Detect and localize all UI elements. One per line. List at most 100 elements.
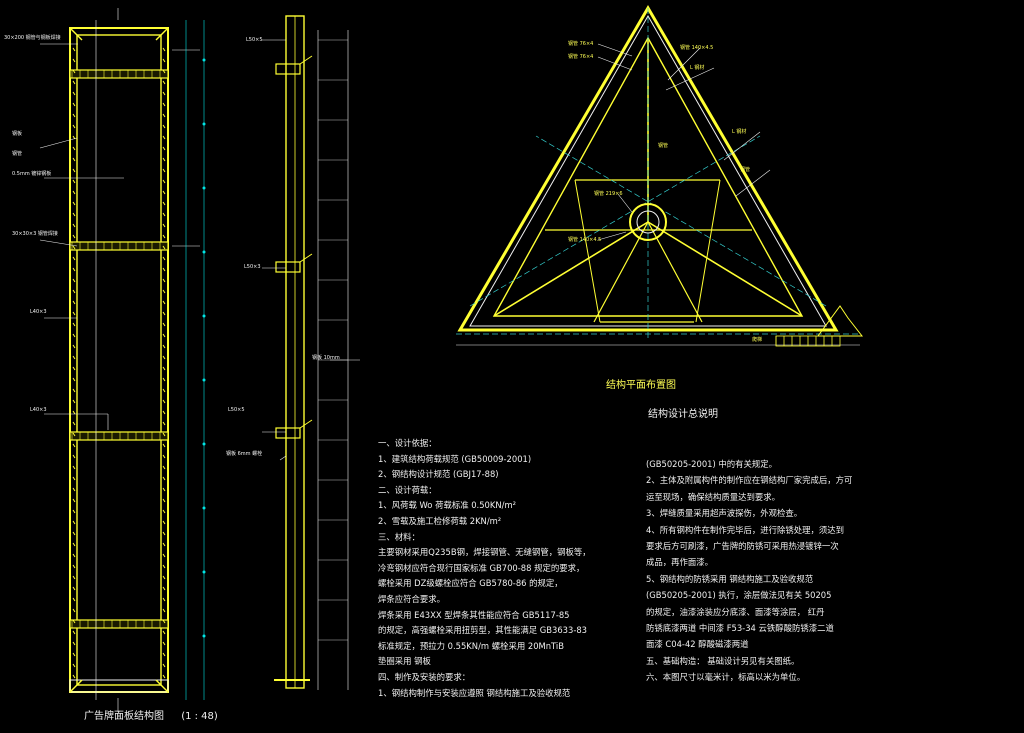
plan-leader: [597, 231, 627, 241]
dimension-tick: [202, 122, 206, 126]
edge-hatch: [162, 58, 166, 63]
edge-hatch: [72, 498, 76, 503]
section-bracket-0: [275, 63, 301, 75]
edge-hatch: [72, 377, 76, 382]
edge-hatch: [72, 289, 76, 294]
corner-brace: [69, 27, 83, 41]
elevation-base: [69, 679, 169, 693]
edge-hatch: [162, 355, 166, 360]
edge-hatch: [72, 597, 76, 602]
edge-hatch: [162, 652, 166, 657]
leader: [39, 239, 78, 247]
note-line: 1、建筑结构荷载规范 (GB50009-2001): [378, 453, 532, 464]
corner-brace: [155, 27, 169, 41]
note-line: 主要钢材采用Q235B钢，焊接钢管、无缝钢管，钢板等，: [378, 547, 591, 558]
dimension-tick: [202, 634, 206, 638]
edge-hatch: [162, 91, 166, 96]
edge-hatch: [162, 476, 166, 481]
edge-hatch: [72, 168, 76, 173]
note-line: 三、材料：: [378, 531, 420, 542]
edge-hatch: [72, 47, 76, 52]
dimension-tick: [202, 186, 206, 190]
plan-inner-brace: [695, 179, 721, 323]
horizontal-rib-3: [69, 619, 169, 629]
note-line: 一、设计依据：: [378, 438, 437, 448]
edge-hatch: [72, 542, 76, 547]
note-line: 五、基础构造： 基础设计另见有关图纸。: [646, 655, 800, 666]
edge-hatch: [162, 201, 166, 206]
note-line: 的规定，油漆涂装应分底漆、面漆等涂层， 红丹: [646, 606, 825, 617]
note-line: 防锈底漆两道 中间漆 F53-34 云铁醇酸防锈漆二道: [646, 623, 834, 634]
note-line: 垫圈采用 钢板: [378, 656, 431, 667]
elevation-label-4: 0.5mm 镀锌钢板: [12, 171, 52, 177]
edge-hatch: [72, 652, 76, 657]
edge-hatch: [162, 674, 166, 679]
edge-hatch: [162, 465, 166, 470]
plan-leader: [665, 67, 715, 91]
edge-hatch: [162, 234, 166, 239]
dimension-tick: [202, 378, 206, 382]
edge-hatch: [162, 377, 166, 382]
plan-label-8: 钢管 219×6: [594, 191, 623, 197]
edge-hatch: [162, 80, 166, 85]
edge-hatch: [72, 641, 76, 646]
edge-hatch: [162, 278, 166, 283]
edge-hatch: [162, 542, 166, 547]
elevation-label-5: 30×30×3 钢管焊接: [12, 231, 58, 237]
edge-hatch: [162, 146, 166, 151]
note-line: 4、所有钢构件在制作完毕后，进行除锈处理，须达到: [646, 524, 844, 535]
edge-hatch: [162, 366, 166, 371]
edge-hatch: [162, 586, 166, 591]
note-line: 六、本图尺寸以毫米计，标高以米为单位。: [646, 672, 806, 683]
plan-leader: [667, 47, 701, 81]
edge-hatch: [72, 399, 76, 404]
edge-hatch: [162, 47, 166, 52]
note-line: (GB50205-2001) 执行，涂层做法见有关 50205: [646, 590, 832, 601]
note-line: 2、主体及附属构件的制作应在钢结构厂家完成后，方可: [646, 475, 853, 486]
edge-hatch: [72, 179, 76, 184]
edge-hatch: [162, 432, 166, 437]
section-bracket-1: [275, 261, 301, 273]
plan-label-4: L 钢材: [690, 65, 705, 71]
note-line: 5、钢结构的防锈采用 钢结构施工及验收规范: [646, 573, 814, 584]
edge-hatch: [162, 630, 166, 635]
dimension-tick: [202, 442, 206, 446]
note-line: 冷弯钢材应符合现行国家标准 GB700-88 规定的要求，: [378, 562, 585, 573]
edge-hatch: [162, 333, 166, 338]
edge-hatch: [162, 102, 166, 107]
plan-label-9: 钢管 140×4.5: [568, 237, 602, 243]
elevation-label-7: L40×3: [30, 407, 47, 413]
plan-centerline: [469, 135, 761, 307]
edge-hatch: [72, 322, 76, 327]
edge-hatch: [162, 267, 166, 272]
dimension-tick: [202, 58, 206, 62]
plan-leader: [723, 131, 761, 161]
note-line: 3、焊缝质量采用超声波探伤，外观检查。: [646, 508, 803, 519]
edge-hatch: [72, 575, 76, 580]
plan-radial-member-2: [647, 221, 803, 317]
edge-hatch: [162, 410, 166, 415]
edge-hatch: [72, 509, 76, 514]
plan-outer-triangle: [457, 5, 839, 332]
edge-hatch: [72, 102, 76, 107]
leader: [39, 137, 78, 149]
edge-hatch: [162, 113, 166, 118]
edge-hatch: [72, 564, 76, 569]
elevation-label-3: 钢管: [12, 151, 23, 157]
ladder-frame: [775, 335, 841, 347]
corner-brace: [69, 679, 83, 693]
plan-walkway: [817, 305, 864, 337]
edge-hatch: [72, 113, 76, 118]
edge-hatch: [72, 69, 76, 74]
edge-hatch: [162, 300, 166, 305]
edge-hatch: [72, 520, 76, 525]
edge-hatch: [162, 608, 166, 613]
dimension-tick: [202, 250, 206, 254]
edge-hatch: [72, 410, 76, 415]
plan-label-7: 钢管: [740, 167, 751, 173]
edge-hatch: [162, 531, 166, 536]
plan-label-1: 钢管 76×4: [568, 41, 594, 47]
note-line: 2、钢结构设计规范 (GBJ17-88): [378, 469, 499, 480]
edge-hatch: [72, 212, 76, 217]
elevation-inner-frame: [76, 34, 162, 686]
